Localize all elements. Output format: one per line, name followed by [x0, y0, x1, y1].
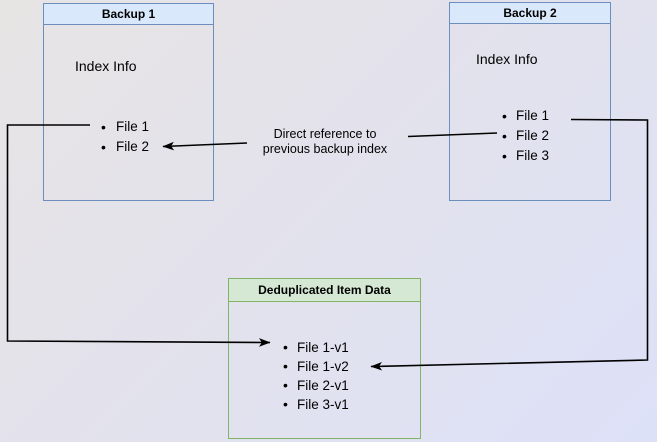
- backup1-title: Backup 1: [44, 4, 213, 25]
- arrow-annotation-label: Direct reference to previous backup inde…: [245, 127, 405, 157]
- annotation-line-2: previous backup index: [262, 142, 388, 156]
- dedup-title: Deduplicated Item Data: [229, 279, 420, 302]
- backup2-box: Backup 2 Index Info File 1 File 2 File 3: [449, 2, 611, 201]
- list-item: File 1-v2: [283, 357, 349, 376]
- annotation-line-1: Direct reference to: [273, 127, 377, 141]
- backup2-index-info-label: Index Info: [476, 51, 538, 67]
- list-item: File 2: [502, 126, 549, 146]
- deduplicated-item-data-box: Deduplicated Item Data File 1-v1 File 1-…: [228, 278, 421, 439]
- list-item: File 1-v1: [283, 338, 349, 357]
- list-item: File 3-v1: [283, 395, 349, 414]
- list-item: File 1: [101, 117, 149, 137]
- backup1-file-list: File 1 File 2: [101, 117, 149, 157]
- backup2-file-list: File 1 File 2 File 3: [502, 106, 549, 166]
- backup1-index-info-label: Index Info: [75, 58, 137, 74]
- list-item: File 2-v1: [283, 376, 349, 395]
- backup1-box: Backup 1 Index Info File 1 File 2: [43, 3, 214, 201]
- dedup-item-list: File 1-v1 File 1-v2 File 2-v1 File 3-v1: [283, 338, 349, 414]
- list-item: File 2: [101, 137, 149, 157]
- list-item: File 3: [502, 146, 549, 166]
- backup2-title: Backup 2: [450, 3, 610, 24]
- list-item: File 1: [502, 106, 549, 126]
